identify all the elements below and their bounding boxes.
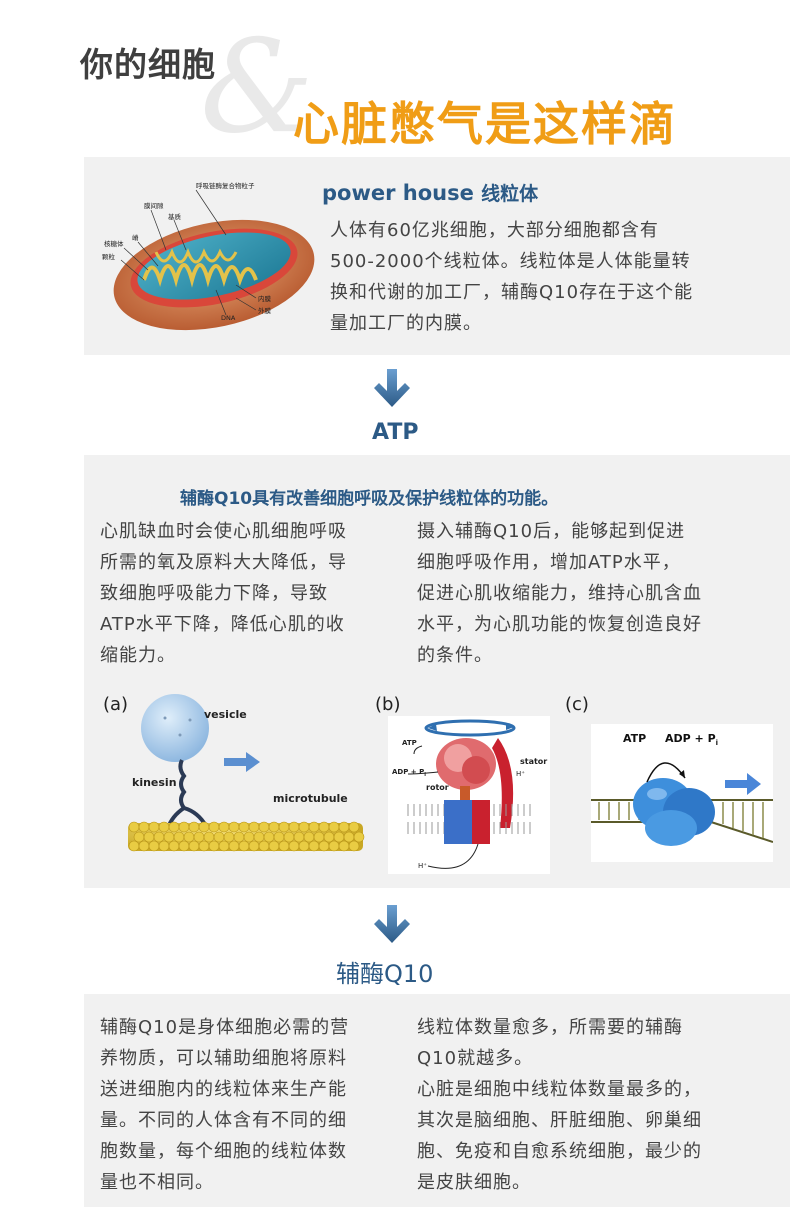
atp-right-line: 细胞呼吸作用，增加ATP水平， bbox=[417, 552, 681, 573]
atp-right-line: 的条件。 bbox=[417, 645, 493, 666]
q10-left-line: 量。不同的人体含有不同的细 bbox=[100, 1110, 347, 1131]
atp-left-line: 所需的氧及原料大大降低，导 bbox=[100, 552, 347, 573]
figure-b-adp-sub: i bbox=[424, 772, 426, 778]
mito-label-dna: DNA bbox=[221, 314, 236, 322]
q10-right-line: 其次是脑细胞、肝脏细胞、卵巢细 bbox=[417, 1110, 702, 1131]
q10-right-text: 线粒体数量愈多，所需要的辅酶 Q10就越多。 心脏是细胞中线粒体数量最多的， 其… bbox=[417, 1012, 767, 1198]
mito-label-ribosome: 核糖体 bbox=[104, 239, 124, 248]
q10-left-line: 胞数量，每个细胞的线粒体数 bbox=[100, 1141, 347, 1162]
figure-b-stator: stator bbox=[520, 757, 547, 766]
mito-label-inner: 内膜 bbox=[258, 294, 272, 303]
mito-label-intermembrane: 膜间隙 bbox=[144, 201, 164, 210]
atp-left-text: 心肌缺血时会使心肌细胞呼吸 所需的氧及原料大大降低，导 致细胞呼吸能力下降，导致… bbox=[100, 516, 400, 671]
q10-right-line: 是皮肤细胞。 bbox=[417, 1172, 531, 1193]
q10-left-line: 量也不相同。 bbox=[100, 1172, 214, 1193]
q10-left-text: 辅酶Q10是身体细胞必需的营 养物质，可以辅助细胞将原料 送进细胞内的线粒体来生… bbox=[100, 1012, 400, 1198]
figure-b-h-top: H⁺ bbox=[516, 770, 525, 778]
header-title-small: 你的细胞 bbox=[80, 45, 216, 84]
q10-left-line: 送进细胞内的线粒体来生产能 bbox=[100, 1079, 347, 1100]
q10-panel bbox=[84, 994, 790, 1207]
header-title-big: 心脏憋气是这样滴 bbox=[293, 97, 677, 151]
powerhouse-title-en: power house bbox=[322, 181, 474, 205]
powerhouse-line: 量加工厂的内膜。 bbox=[330, 313, 482, 334]
atp-right-line: 水平，为心肌功能的恢复创造良好 bbox=[417, 614, 702, 635]
q10-left-line: 辅酶Q10是身体细胞必需的营 bbox=[100, 1017, 350, 1038]
atp-subheading: 辅酶Q10具有改善细胞呼吸及保护线粒体的功能。 bbox=[180, 489, 559, 509]
figure-a-label: (a) bbox=[103, 694, 129, 715]
figure-c-label: (c) bbox=[565, 694, 589, 715]
q10-right-line: 胞、免疫和自愈系统细胞，最少的 bbox=[417, 1141, 702, 1162]
atp-left-line: 心肌缺血时会使心肌细胞呼吸 bbox=[100, 521, 347, 542]
powerhouse-text: 人体有60亿兆细胞，大部分细胞都含有 500-2000个线粒体。线粒体是人体能量… bbox=[330, 215, 770, 339]
figure-b-adp-text: ADP + P bbox=[392, 768, 424, 776]
mito-label-outer: 外膜 bbox=[258, 306, 272, 315]
mito-label-granule: 颗粒 bbox=[102, 252, 116, 261]
atp-right-text: 摄入辅酶Q10后，能够起到促进 细胞呼吸作用，增加ATP水平， 促进心肌收缩能力… bbox=[417, 516, 767, 671]
atp-right-line: 促进心肌收缩能力，维持心肌含血 bbox=[417, 583, 702, 604]
figure-a-microtubule-label: microtubule bbox=[273, 792, 348, 805]
atp-left-line: 致细胞呼吸能力下降，导致 bbox=[100, 583, 328, 604]
q10-right-line: Q10就越多。 bbox=[417, 1048, 534, 1069]
q10-right-line: 心脏是细胞中线粒体数量最多的， bbox=[417, 1079, 702, 1100]
powerhouse-title-cn: 线粒体 bbox=[481, 183, 539, 205]
arrow-down-icon bbox=[374, 905, 410, 943]
powerhouse-line: 500-2000个线粒体。线粒体是人体能量转 bbox=[330, 251, 691, 272]
figure-b-h-bottom: H⁺ bbox=[418, 862, 427, 870]
powerhouse-line: 人体有60亿兆细胞，大部分细胞都含有 bbox=[330, 220, 659, 241]
q10-section-title: 辅酶Q10 bbox=[336, 960, 434, 988]
figure-b-label: (b) bbox=[375, 694, 401, 715]
figure-b-atp: ATP bbox=[402, 739, 417, 747]
atp-left-line: ATP水平下降，降低心肌的收 bbox=[100, 614, 345, 635]
powerhouse-line: 换和代谢的加工厂，辅酶Q10存在于这个能 bbox=[330, 282, 694, 303]
figure-c-adp: ADP + Pi bbox=[665, 732, 718, 747]
mito-label-crista: 嵴 bbox=[132, 233, 139, 242]
atp-left-line: 缩能力。 bbox=[100, 645, 176, 666]
figure-b-atp-synthase: ATP ADP + Pi rotor stator H⁺ H⁺ bbox=[388, 716, 550, 874]
ampersand-decoration: & bbox=[200, 13, 314, 162]
arrow-down-icon bbox=[374, 369, 410, 407]
figure-a-kinesin: vesicle kinesin microtubule bbox=[128, 694, 365, 852]
figure-a-vesicle-label: vesicle bbox=[204, 708, 247, 721]
mito-label-complex: 呼吸链酶复合物粒子 bbox=[196, 181, 255, 190]
figure-b-adp: ADP + Pi bbox=[392, 768, 426, 778]
figure-c-atp: ATP bbox=[623, 732, 646, 745]
mito-label-matrix: 基质 bbox=[168, 212, 182, 221]
atp-right-line: 摄入辅酶Q10后，能够起到促进 bbox=[417, 521, 686, 542]
figure-c-motor: ATP ADP + Pi bbox=[591, 724, 773, 862]
figure-c-adp-sub: i bbox=[716, 739, 718, 747]
mitochondria-illustration: 呼吸链酶复合物粒子 膜间隙 基质 核糖体 嵴 颗粒 DNA 内膜 外膜 bbox=[102, 181, 315, 331]
q10-right-line: 线粒体数量愈多，所需要的辅酶 bbox=[417, 1017, 683, 1038]
figure-b-rotor: rotor bbox=[426, 783, 449, 792]
figure-a-kinesin-label: kinesin bbox=[132, 776, 177, 789]
figure-c-adp-text: ADP + P bbox=[665, 732, 716, 745]
powerhouse-title: power house 线粒体 bbox=[322, 179, 538, 206]
atp-section-title: ATP bbox=[372, 420, 419, 445]
q10-left-line: 养物质，可以辅助细胞将原料 bbox=[100, 1048, 347, 1069]
